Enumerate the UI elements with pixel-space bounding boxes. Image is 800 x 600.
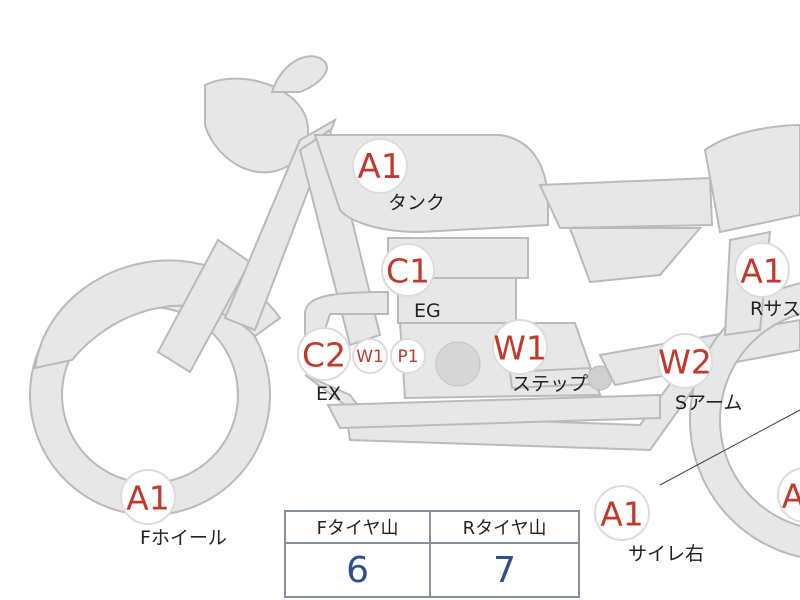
- silencer-leader-line: [659, 409, 800, 486]
- side-panel-shape: [568, 227, 703, 284]
- badge-rear-wheel-text: A: [782, 477, 800, 516]
- badge-engine-text: C1: [386, 252, 430, 291]
- label-tank: タンク: [388, 192, 446, 214]
- badge-front-wheel-text: A1: [126, 479, 170, 518]
- badge-swingarm: W2: [657, 333, 713, 389]
- badge-swingarm-text: W2: [658, 343, 712, 382]
- handlebar-shape: [270, 55, 328, 93]
- exhaust-header-shape: [304, 290, 389, 346]
- label-front-wheel: Fホイール: [140, 527, 227, 549]
- front-tire-value: 6: [283, 542, 432, 598]
- badge-exhaust: C2: [297, 327, 351, 381]
- rear-tire-value: 7: [429, 542, 580, 598]
- label-side-cover-right: サイレ右: [628, 543, 705, 565]
- badge-rear-wheel: A: [777, 467, 800, 523]
- front-fork-shape: [156, 238, 252, 374]
- label-exhaust: EX: [316, 383, 342, 405]
- badge-step-text: W1: [493, 329, 547, 368]
- badge-rear-suspension-text: A1: [740, 252, 784, 291]
- badge-exhaust-p1-text: P1: [397, 347, 418, 367]
- badge-tank-text: A1: [358, 147, 403, 187]
- badge-step: W1: [492, 319, 548, 375]
- badge-exhaust-w1: W1: [352, 338, 388, 374]
- badge-exhaust-text: C2: [302, 336, 346, 375]
- tire-table-value-row: 6 7: [283, 542, 580, 598]
- seat-shape: [538, 176, 714, 230]
- badge-exhaust-p1: P1: [390, 338, 426, 374]
- engine-cover-shape: [435, 341, 481, 387]
- badge-side-cover-right: A1: [594, 485, 650, 541]
- muffler-shape: [326, 393, 661, 430]
- label-engine: EG: [414, 300, 441, 322]
- label-step: ステップ: [512, 373, 589, 395]
- badge-engine: C1: [381, 243, 435, 297]
- badge-tank: A1: [352, 138, 408, 194]
- badge-front-wheel: A1: [120, 469, 176, 525]
- badge-side-cover-right-text: A1: [600, 495, 644, 534]
- label-swingarm: Sアーム: [675, 392, 743, 414]
- badge-rear-suspension: A1: [734, 242, 790, 298]
- tire-table-header-row: Fタイヤ山 Rタイヤ山: [283, 510, 580, 544]
- tire-tread-table: Fタイヤ山 Rタイヤ山 6 7: [283, 510, 580, 598]
- front-tire-header: Fタイヤ山: [283, 510, 432, 544]
- label-rear-suspension: Rサス: [750, 300, 800, 319]
- fuel-tank-shape: [313, 134, 549, 234]
- rear-tire-header: Rタイヤ山: [429, 510, 580, 544]
- rear-body-shape: [703, 123, 800, 234]
- badge-exhaust-w1-text: W1: [356, 347, 384, 367]
